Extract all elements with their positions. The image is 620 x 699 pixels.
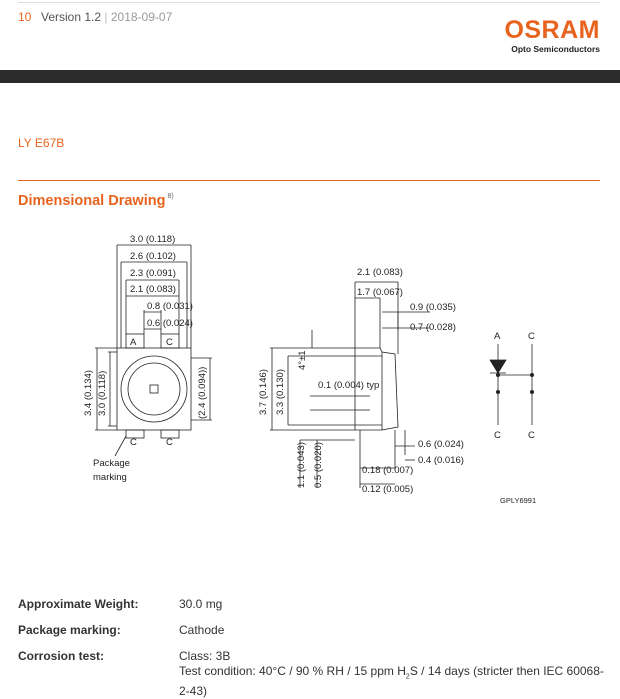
dim-label: 3.7 (0.146) <box>258 369 269 415</box>
dim-label: 3.3 (0.130) <box>275 369 286 415</box>
osram-logo: OSRAM Opto Semiconductors <box>504 16 600 55</box>
spec-value: Cathode <box>179 623 225 637</box>
dim-label: 2.3 (0.091) <box>130 268 176 279</box>
page-number: 10 <box>18 10 32 24</box>
schematic-label: C <box>528 430 535 441</box>
pad-label: A <box>130 337 137 348</box>
logo-wordmark: OSRAM <box>504 16 600 44</box>
dim-label: 1.7 (0.067) <box>357 287 403 298</box>
schematic-label: A <box>494 331 501 342</box>
pad-label: C <box>166 437 173 448</box>
version-info: Version 1.2 | 2018-09-07 <box>41 10 172 24</box>
dim-label: 0.6 (0.024) <box>418 439 464 450</box>
pad-c-bottom-left <box>125 429 145 439</box>
product-name: LY E67B <box>18 136 65 150</box>
lens-outer-circle <box>120 355 188 423</box>
section-title-text: Dimensional Drawing <box>18 193 166 209</box>
spec-label: Approximate Weight: <box>18 597 139 611</box>
dim-label: 2.1 (0.083) <box>130 284 176 295</box>
dim-label: 0.12 (0.005) <box>362 484 413 495</box>
pad-label: C <box>130 437 137 448</box>
top-rule <box>18 2 600 3</box>
dim-label: 0.1 (0.004) typ <box>318 380 379 391</box>
dim-label: 3.4 (0.134) <box>83 370 94 416</box>
dim-label: (2.4 (0.094)) <box>197 367 208 419</box>
dim-label: 3.0 (0.118) <box>130 234 175 245</box>
spec-class: Class: 3B <box>179 649 231 663</box>
section-footnote: 8) <box>167 193 174 200</box>
spec-detail: Test condition: 40°C / 90 % RH / 15 ppm … <box>179 664 609 699</box>
header-separator: | <box>104 10 108 24</box>
dim-label: 2.1 (0.083) <box>357 267 403 278</box>
version-label: Version 1.2 <box>41 10 102 24</box>
section-rule <box>18 180 600 181</box>
die-square <box>149 384 159 394</box>
dimensional-drawing: 3.0 (0.118) 2.6 (0.102) 2.3 (0.091) 2.1 … <box>83 234 536 505</box>
schematic-label: C <box>528 331 535 342</box>
lens-inner-circle <box>127 362 181 416</box>
header-bar <box>0 70 620 83</box>
package-label: marking <box>93 472 127 483</box>
package-label: Package <box>93 458 130 469</box>
spec-value: Class: 3B Test condition: 40°C / 90 % RH… <box>179 649 609 699</box>
dim-label: 3.0 (0.118) <box>97 371 108 416</box>
pad-c-top <box>160 333 180 349</box>
spec-label: Corrosion test: <box>18 649 105 663</box>
logo-subtitle: Opto Semiconductors <box>511 44 600 54</box>
dim-label: 0.8 (0.031) <box>147 301 193 312</box>
dim-label: 0.5 (0.020) <box>313 442 324 488</box>
dim-label: 1.1 (0.043) <box>296 442 307 488</box>
side-view-body <box>354 347 399 431</box>
diode-triangle <box>489 359 507 374</box>
detail-sub: 2 <box>405 673 410 681</box>
dim-label: 0.4 (0.016) <box>418 455 464 466</box>
schematic-label: C <box>494 430 501 441</box>
angle-label: 4°±1 <box>297 350 308 370</box>
dim-label: 0.18 (0.007) <box>362 465 413 476</box>
detail-pre: Test condition: 40°C / 90 % RH / 15 ppm … <box>179 664 406 678</box>
spec-label: Package marking: <box>18 623 121 637</box>
dim-label: 0.7 (0.028) <box>410 322 456 333</box>
dim-label: 2.6 (0.102) <box>130 251 176 262</box>
pad-c-bottom-right <box>160 429 180 439</box>
version-date: 2018-09-07 <box>110 10 173 24</box>
top-view-body <box>116 347 192 431</box>
detail-post: S / 14 days (stricter then IEC 60068-2-4… <box>179 664 604 699</box>
dim-label: 0.9 (0.035) <box>410 302 456 313</box>
pad-label: C <box>166 337 173 348</box>
dim-label: 0.6 (0.024) <box>147 318 193 329</box>
drawing-id: GPLY6991 <box>500 496 536 505</box>
spec-value: 30.0 mg <box>179 597 223 611</box>
pad-a <box>125 333 145 349</box>
